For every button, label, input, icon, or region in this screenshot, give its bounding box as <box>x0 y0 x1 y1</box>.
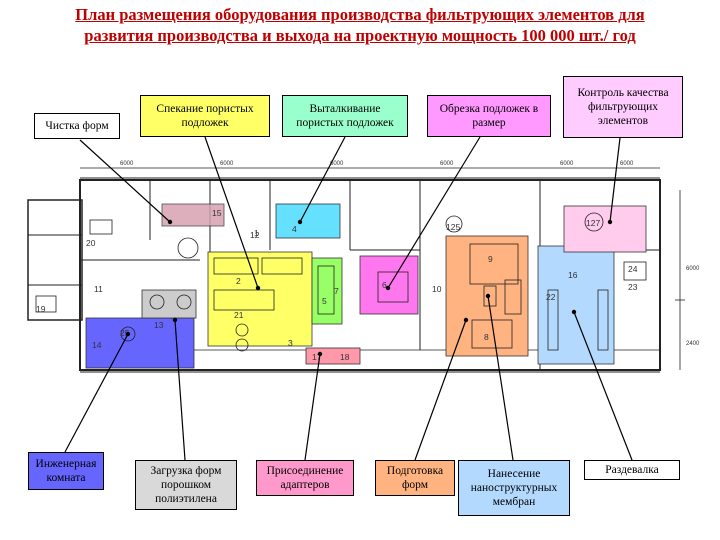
callout-podgotovka: Подготовка форм <box>375 460 455 496</box>
callout-spekanie: Спекание пористых подложек <box>140 95 270 137</box>
room-numbers: 15 1 13 12 8 11 20 19 4 2 3 17 18 16 14 … <box>36 208 638 362</box>
callout-vytalkivanie-label: Выталкивание пористых подложек <box>296 103 394 129</box>
dimension-labels: 6000 6000 6000 6000 6000 6000 6000 2400 <box>120 161 700 347</box>
callout-razdevalka: Раздевалка <box>584 460 680 480</box>
leader-lines <box>64 136 633 461</box>
callout-chistka-label: Чистка форм <box>45 120 109 132</box>
room-number: 10 <box>432 284 442 294</box>
dim-label: 6000 <box>120 161 134 167</box>
room-number: 23 <box>628 282 638 292</box>
dim-label: 6000 <box>440 161 454 167</box>
leader-dots <box>125 219 613 357</box>
room-number: 1 <box>254 228 259 238</box>
title-line-2: развития производства и выхода на проект… <box>84 26 636 45</box>
zone-spekanie <box>207 251 313 347</box>
room-number: 5 <box>322 296 327 306</box>
room-number: 24 <box>628 264 638 274</box>
callout-obrezka-label: Обрезка подложек в размер <box>439 103 539 129</box>
room-number: 13 <box>154 320 164 330</box>
room-number: 19 <box>36 304 46 314</box>
room-number: 6 <box>382 280 387 290</box>
callout-spekanie-label: Спекание пористых подложек <box>156 103 254 129</box>
room-number: 127 <box>586 218 600 228</box>
room-number: 17 <box>312 352 322 362</box>
callout-kontrol: Контроль качества фильтрующих элементов <box>563 76 683 138</box>
callout-inzhenernaya: Инженерная комната <box>28 452 104 490</box>
room-number: 14 <box>92 340 102 350</box>
zone-kontrol <box>563 205 647 253</box>
room-number: 25 <box>120 328 130 338</box>
room-number: 3 <box>288 338 293 348</box>
callout-nanesenie-label: Нанесение наноструктурных мембран <box>470 468 558 508</box>
dim-label: 6000 <box>330 161 344 167</box>
room-number: 2 <box>236 276 241 286</box>
zone-vytalkivanie <box>311 257 343 325</box>
callout-obrezka: Обрезка подложек в размер <box>427 95 551 137</box>
page-title: План размещения оборудования производств… <box>0 4 720 46</box>
room-number: 15 <box>212 208 222 218</box>
room-number: 20 <box>86 238 96 248</box>
callout-prisoedinenie: Присоединение адаптеров <box>256 460 354 496</box>
callout-vytalkivanie: Выталкивание пористых подложек <box>282 95 408 137</box>
room-number: 21 <box>234 310 244 320</box>
callout-nanesenie: Нанесение наноструктурных мембран <box>458 460 570 516</box>
title-line-1: План размещения оборудования производств… <box>75 5 645 24</box>
room-number: 22 <box>546 292 556 302</box>
zones <box>85 203 647 369</box>
room-number: 9 <box>488 254 493 264</box>
zone-obrezka <box>359 255 419 315</box>
room-number: 7 <box>334 286 339 296</box>
zone-vytalkivanie-top <box>275 203 341 239</box>
zone-zagruzka <box>141 289 197 319</box>
callout-chistka: Чистка форм <box>34 113 120 139</box>
room-number: 18 <box>340 352 350 362</box>
callout-prisoedinenie-label: Присоединение адаптеров <box>266 465 344 491</box>
callout-inzhenernaya-label: Инженерная комната <box>35 458 97 484</box>
building-outline <box>27 167 685 373</box>
zone-nanesenie <box>537 245 615 365</box>
dim-label: 6000 <box>220 161 234 167</box>
callout-podgotovka-label: Подготовка форм <box>386 465 444 491</box>
room-number: 11 <box>94 284 103 294</box>
room-number: 12 <box>250 230 260 240</box>
callout-razdevalka-label: Раздевалка <box>605 464 659 476</box>
callout-kontrol-label: Контроль качества фильтрующих элементов <box>577 87 669 127</box>
dim-label: 6000 <box>686 266 700 272</box>
callout-zagruzka-label: Загрузка форм порошком полиэтилена <box>150 465 222 505</box>
room-number: 8 <box>484 332 489 342</box>
dim-label: 2400 <box>686 341 700 347</box>
room-number: 4 <box>292 224 297 234</box>
room-number: 16 <box>568 270 578 280</box>
room-number: 125 <box>446 222 460 232</box>
dim-label: 6000 <box>560 161 574 167</box>
callout-zagruzka: Загрузка форм порошком полиэтилена <box>135 460 237 510</box>
dim-label: 6000 <box>620 161 634 167</box>
